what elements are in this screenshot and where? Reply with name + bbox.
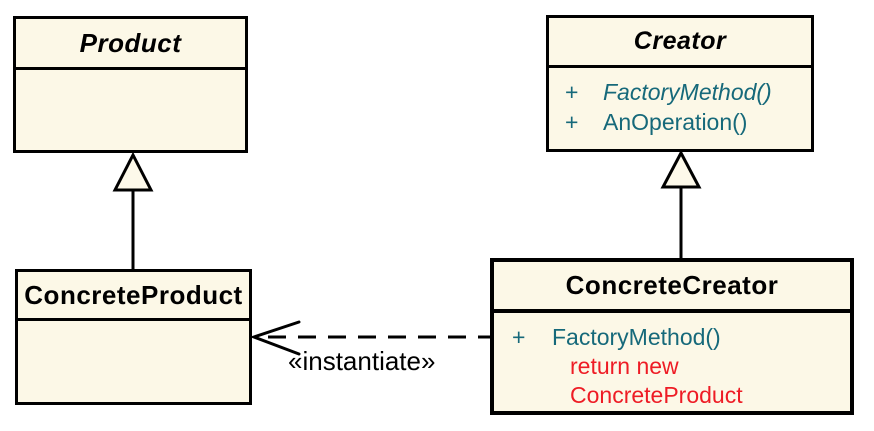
- creator-method-anoperation: + AnOperation(): [565, 107, 811, 137]
- creator-method-factorymethod: + FactoryMethod(): [565, 77, 811, 107]
- concrete-creator-method-factorymethod: + FactoryMethod(): [512, 322, 850, 352]
- instantiate-stereotype-label: «instantiate»: [288, 346, 436, 376]
- method-signature: AnOperation(): [603, 108, 748, 135]
- method-note-line: return new: [570, 353, 679, 379]
- concrete-product-class-title: ConcreteProduct: [18, 272, 249, 321]
- method-note-line: ConcreteProduct: [570, 382, 743, 408]
- concrete-creator-class-box: ConcreteCreator + FactoryMethod() return…: [490, 258, 854, 415]
- method-signature: FactoryMethod(): [603, 78, 772, 105]
- product-class-box: Product: [13, 16, 248, 153]
- instantiate-dependency-arrow: [249, 320, 490, 356]
- creator-class-box: Creator + FactoryMethod() + AnOperation(…: [546, 15, 814, 152]
- method-signature: FactoryMethod(): [552, 323, 721, 350]
- generalization-arrow-creator: [660, 149, 702, 258]
- visibility-symbol: +: [565, 108, 579, 135]
- visibility-symbol: +: [512, 323, 526, 350]
- concrete-creator-class-title: ConcreteCreator: [494, 262, 850, 313]
- concrete-creator-class-body: + FactoryMethod() return new ConcretePro…: [494, 313, 850, 410]
- product-class-title: Product: [16, 19, 245, 70]
- creator-class-title: Creator: [549, 18, 811, 68]
- creator-class-body: + FactoryMethod() + AnOperation(): [549, 68, 811, 137]
- generalization-arrow-product: [112, 151, 154, 269]
- visibility-symbol: +: [565, 78, 579, 105]
- concrete-product-class-box: ConcreteProduct: [15, 269, 252, 405]
